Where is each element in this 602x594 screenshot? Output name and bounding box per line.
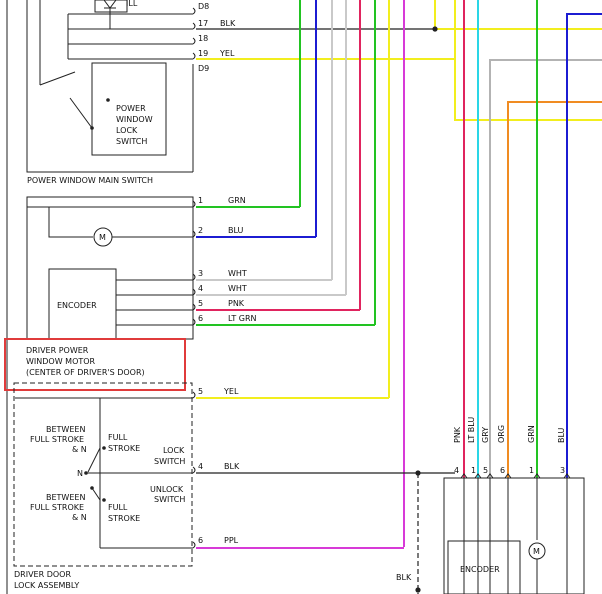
full-stroke-2a: FULL xyxy=(108,503,128,512)
between-full-stroke-1c: & N xyxy=(72,445,87,454)
rc-wire-gry: GRY xyxy=(481,427,490,443)
unlock-switch-2: SWITCH xyxy=(154,495,185,504)
motor-wire-6: LT GRN xyxy=(228,314,257,323)
motor-wire-1: GRN xyxy=(228,196,246,205)
encoder-bottom-label: ENCODER xyxy=(460,565,500,574)
motor-symbol-label: M xyxy=(99,233,106,242)
door-wire-6: PPL xyxy=(224,536,239,545)
rc-wire-grn: GRN xyxy=(527,425,536,443)
main-switch-title: POWER WINDOW MAIN SWITCH xyxy=(27,176,153,185)
rc-pin-6: 6 xyxy=(500,466,505,475)
pin-d8: D8 xyxy=(198,2,209,11)
motor-title-2: WINDOW MOTOR xyxy=(26,357,96,366)
wire-harness xyxy=(196,0,602,547)
motor-bottom-symbol: M xyxy=(533,547,540,556)
full-stroke-1b: STROKE xyxy=(108,444,140,453)
rc-pin-5: 5 xyxy=(483,466,488,475)
motor-title-3: (CENTER OF DRIVER'S DOOR) xyxy=(26,368,145,377)
wire-19: YEL xyxy=(219,49,235,58)
main-top-connector: D8 17 BLK 18 19 YEL D9 xyxy=(192,2,236,73)
pin-17: 17 xyxy=(198,19,208,28)
pin-19: 19 xyxy=(198,49,208,58)
motor-wire-2: BLU xyxy=(228,226,244,235)
motor-title-1: DRIVER POWER xyxy=(26,346,89,355)
rc-pin-4: 4 xyxy=(454,466,459,475)
n-label: N xyxy=(77,469,83,478)
rc-wire-blu: BLU xyxy=(557,427,566,443)
driver-power-window-motor: M ENCODER 1 GRN 2 BLU 3 WHT 4 WHT 5 PNK … xyxy=(26,196,375,340)
rc-pin-1a: 1 xyxy=(471,466,476,475)
door-pin-4: 4 xyxy=(198,462,203,471)
between-full-stroke-2b: FULL STROKE xyxy=(30,503,84,512)
rc-pin-1b: 1 xyxy=(529,466,534,475)
highlight-box xyxy=(4,338,186,391)
motor-pin-4: 4 xyxy=(198,284,203,293)
motor-wire-4: WHT xyxy=(228,284,247,293)
door-wire-5: YEL xyxy=(223,387,239,396)
motor-pin-2: 2 xyxy=(198,226,203,235)
power-window-main-switch: ILL POWER WINDOW LOCK SWITCH POWER WINDO… xyxy=(26,0,194,185)
motor-pin-5: 5 xyxy=(198,299,203,308)
door-lock-title-2: LOCK ASSEMBLY xyxy=(14,581,79,590)
rc-wire-org: ORG xyxy=(497,425,506,443)
motor-pin-1: 1 xyxy=(198,196,203,205)
rc-wire-ltblu: LT BLU xyxy=(467,417,476,443)
motor-wire-3: WHT xyxy=(228,269,247,278)
pin-d9: D9 xyxy=(198,64,209,73)
between-full-stroke-1b: FULL STROKE xyxy=(30,435,84,444)
door-lock-title-1: DRIVER DOOR xyxy=(14,570,71,579)
lock-switch-label-3: LOCK xyxy=(116,126,138,135)
lock-switch-2: SWITCH xyxy=(154,457,185,466)
motor-pin-6: 6 xyxy=(198,314,203,323)
motor-wire-5: PNK xyxy=(228,299,245,308)
between-full-stroke-2c: & N xyxy=(72,513,87,522)
door-pin-5: 5 xyxy=(198,387,203,396)
door-wire-4: BLK xyxy=(224,462,240,471)
full-stroke-2b: STROKE xyxy=(108,514,140,523)
pin-18: 18 xyxy=(198,34,208,43)
door-pin-6: 6 xyxy=(198,536,203,545)
between-full-stroke-2a: BETWEEN xyxy=(46,493,85,502)
between-full-stroke-1a: BETWEEN xyxy=(46,425,85,434)
wire-17: BLK xyxy=(220,19,236,28)
ill-label: ILL xyxy=(126,0,138,8)
right-connector: ENCODER M 4 1 5 6 1 3 PNK LT BLU GRY ORG… xyxy=(443,417,585,594)
unlock-switch-1: UNLOCK xyxy=(150,485,184,494)
rc-wire-pnk: PNK xyxy=(453,426,462,443)
rc-pin-3: 3 xyxy=(560,466,565,475)
lock-switch-label-4: SWITCH xyxy=(116,137,147,146)
lock-switch-1: LOCK xyxy=(163,446,185,455)
encoder-label: ENCODER xyxy=(57,301,97,310)
lock-switch-label-2: WINDOW xyxy=(116,115,153,124)
motor-pin-3: 3 xyxy=(198,269,203,278)
lock-switch-label-1: POWER xyxy=(116,104,146,113)
full-stroke-1a: FULL xyxy=(108,433,128,442)
blk-bottom-label: BLK xyxy=(396,573,412,582)
ground-wire: BLK xyxy=(396,470,455,594)
driver-door-lock-assembly: 5 YEL BETWEEN FULL STROKE & N FULL STROK… xyxy=(13,382,418,590)
